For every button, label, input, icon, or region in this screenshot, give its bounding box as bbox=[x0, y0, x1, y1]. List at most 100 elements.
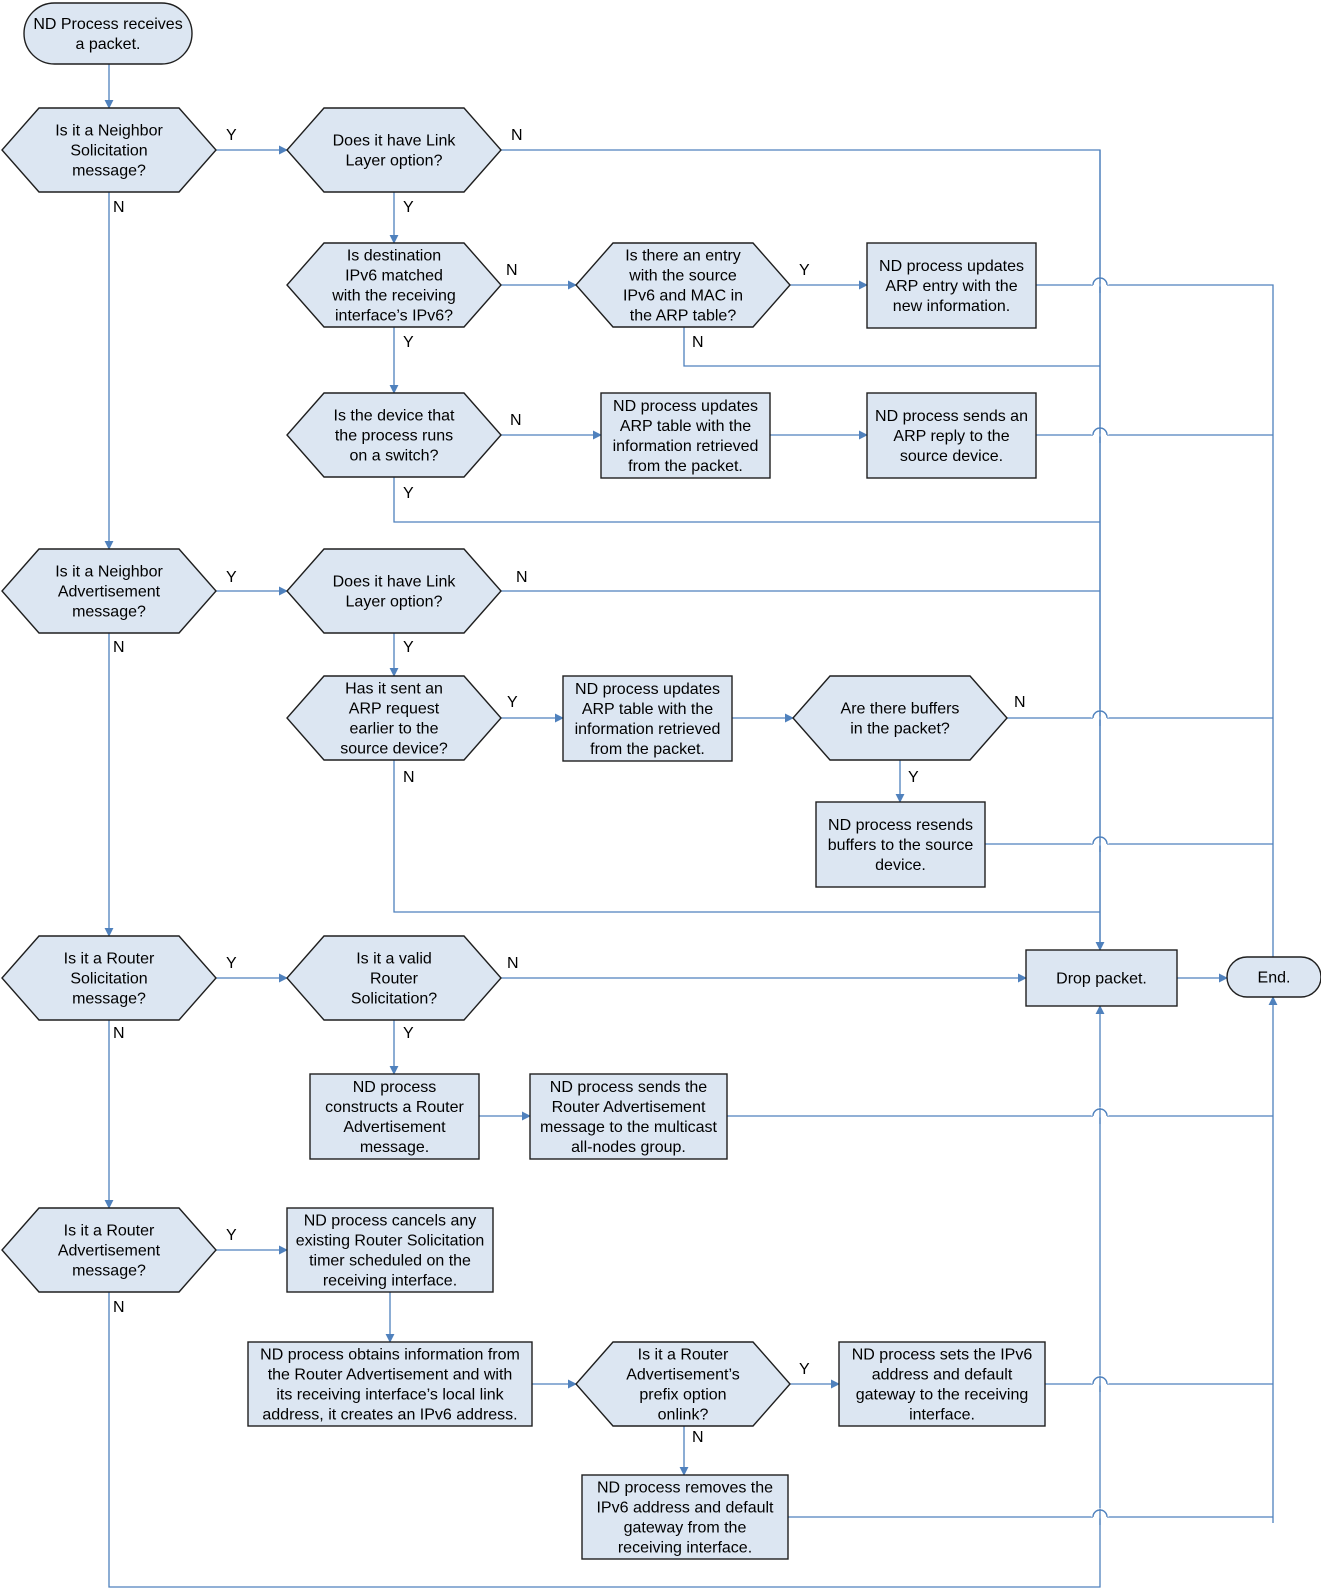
node-text-line: Solicitation bbox=[70, 143, 147, 160]
node-text-line: with the source bbox=[628, 268, 737, 285]
node-text-line: prefix option bbox=[639, 1387, 726, 1404]
no-branch-label: N bbox=[511, 127, 523, 144]
node-text-line: ND process updates bbox=[575, 681, 720, 698]
terminal-shape bbox=[1226, 956, 1321, 998]
node-text-line: interface. bbox=[909, 1407, 975, 1424]
node-text-line: Is it a valid bbox=[356, 951, 432, 968]
node-text-line: ARP request bbox=[349, 701, 440, 718]
node-text-line: address, it creates an IPv6 address. bbox=[262, 1407, 517, 1424]
process-shape bbox=[286, 1207, 494, 1293]
node-text: End. bbox=[1258, 970, 1291, 987]
node-text-line: gateway to the receiving bbox=[856, 1387, 1029, 1404]
node-text-line: the Router Advertisement and with bbox=[268, 1367, 513, 1384]
decision-shape bbox=[1, 935, 217, 1021]
node-text-line: source device? bbox=[340, 741, 448, 758]
node-text-line: IPv6 matched bbox=[345, 268, 443, 285]
node-text-line: gateway from the bbox=[624, 1520, 747, 1537]
decision-shape bbox=[575, 242, 791, 328]
node-text-line: Has it sent an bbox=[345, 681, 443, 698]
process-shape bbox=[866, 242, 1037, 329]
decision-shape bbox=[286, 675, 502, 761]
node-text-line: information retrieved bbox=[575, 721, 721, 738]
no-branch-label: N bbox=[113, 639, 125, 656]
node-text-line: message? bbox=[72, 1263, 146, 1280]
node-text-line: ND process sends an bbox=[875, 408, 1028, 425]
yes-branch-label: Y bbox=[403, 485, 414, 502]
node-text-line: IPv6 and MAC in bbox=[623, 288, 743, 305]
yes-branch-label: Y bbox=[403, 199, 414, 216]
terminal-shape bbox=[23, 2, 193, 65]
node-text-line: address and default bbox=[872, 1367, 1013, 1384]
node-text-line: receiving interface. bbox=[323, 1273, 457, 1290]
yes-branch-label: Y bbox=[403, 334, 414, 351]
node-text-line: in the packet? bbox=[850, 721, 950, 738]
no-branch-label: N bbox=[1014, 694, 1026, 711]
node-text-line: from the packet. bbox=[590, 741, 705, 758]
no-branch-label: N bbox=[113, 1025, 125, 1042]
connectors bbox=[104, 64, 1278, 1588]
node-text-line: all-nodes group. bbox=[571, 1139, 686, 1156]
node-text-line: on a switch? bbox=[350, 448, 439, 465]
connector-line bbox=[1036, 284, 1274, 957]
yes-branch-label: Y bbox=[507, 694, 518, 711]
process-shape bbox=[581, 1474, 789, 1560]
process-shape bbox=[529, 1073, 728, 1160]
yes-branch-label: Y bbox=[226, 1227, 237, 1244]
connector-line bbox=[393, 760, 1100, 913]
decision-shape bbox=[286, 935, 502, 1021]
node-text-line: message. bbox=[360, 1139, 429, 1156]
node-text-line: message? bbox=[72, 604, 146, 621]
node-text-line: Solicitation bbox=[70, 971, 147, 988]
decision-shape bbox=[286, 242, 502, 328]
node-text-line: Advertisement’s bbox=[626, 1367, 740, 1384]
no-branch-label: N bbox=[510, 412, 522, 429]
yes-branch-label: Y bbox=[226, 955, 237, 972]
yes-branch-label: Y bbox=[226, 569, 237, 586]
process-shape bbox=[309, 1073, 480, 1160]
node-p-drop: Drop packet. bbox=[1025, 949, 1178, 1007]
node-end: End. bbox=[1226, 956, 1321, 998]
no-branch-label: N bbox=[113, 1299, 125, 1316]
node-text-line: Is destination bbox=[347, 248, 441, 265]
node-p-set-ipv6: ND process sets the IPv6 address and defa… bbox=[838, 1341, 1046, 1427]
node-text-line: ARP reply to the bbox=[893, 428, 1009, 445]
node-text-line: the process runs bbox=[335, 428, 453, 445]
node-text-line: Does it have Link bbox=[333, 574, 457, 591]
process-shape bbox=[562, 675, 733, 762]
node-text-line: ND process sets the IPv6 bbox=[852, 1347, 1033, 1364]
node-text-line: Layer option? bbox=[346, 594, 443, 611]
node-text-line: Advertisement bbox=[58, 1243, 161, 1260]
node-text-line: Is it a Router bbox=[638, 1347, 729, 1364]
no-branch-label: N bbox=[692, 1429, 704, 1446]
decision-shape bbox=[286, 548, 502, 634]
node-text-line: Does it have Link bbox=[333, 133, 457, 150]
node-text-line: ND process bbox=[353, 1079, 437, 1096]
no-branch-label: N bbox=[506, 262, 518, 279]
node-text-line: ND process removes the bbox=[597, 1480, 773, 1497]
node-text-line: Advertisement bbox=[58, 584, 161, 601]
